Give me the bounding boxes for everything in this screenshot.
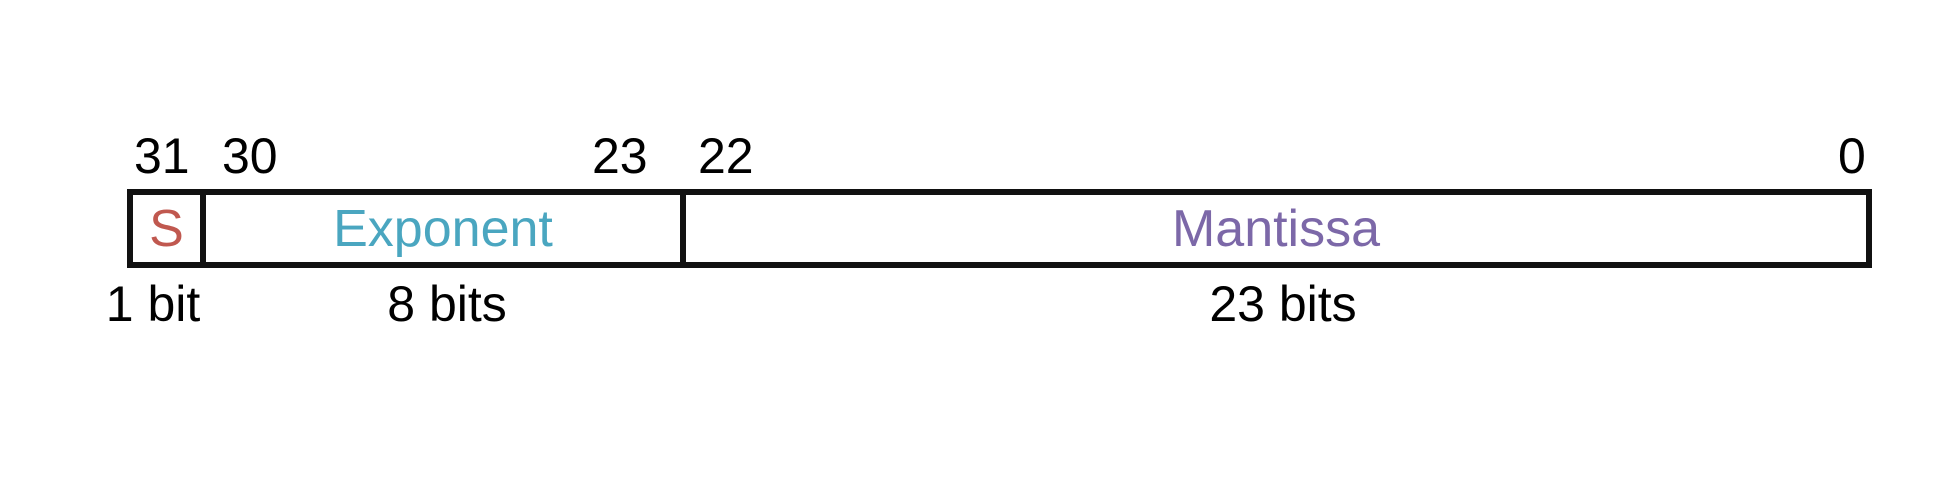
bit-register-box: S Exponent Mantissa	[127, 189, 1872, 268]
bit-index-30: 30	[222, 128, 278, 184]
sign-width-label: 1 bit	[105, 276, 201, 332]
mantissa-field: Mantissa	[686, 195, 1866, 262]
bit-index-23: 23	[592, 128, 648, 184]
mantissa-field-label: Mantissa	[1171, 199, 1381, 258]
bit-index-0: 0	[1838, 128, 1866, 184]
bit-index-31: 31	[134, 128, 190, 184]
exponent-field-label: Exponent	[333, 199, 553, 258]
exponent-field: Exponent	[206, 195, 686, 262]
sign-field: S	[133, 195, 206, 262]
bit-index-22: 22	[698, 128, 754, 184]
mantissa-width-label: 23 bits	[1209, 276, 1357, 332]
exponent-width-label: 8 bits	[387, 276, 507, 332]
sign-field-label: S	[149, 199, 184, 258]
